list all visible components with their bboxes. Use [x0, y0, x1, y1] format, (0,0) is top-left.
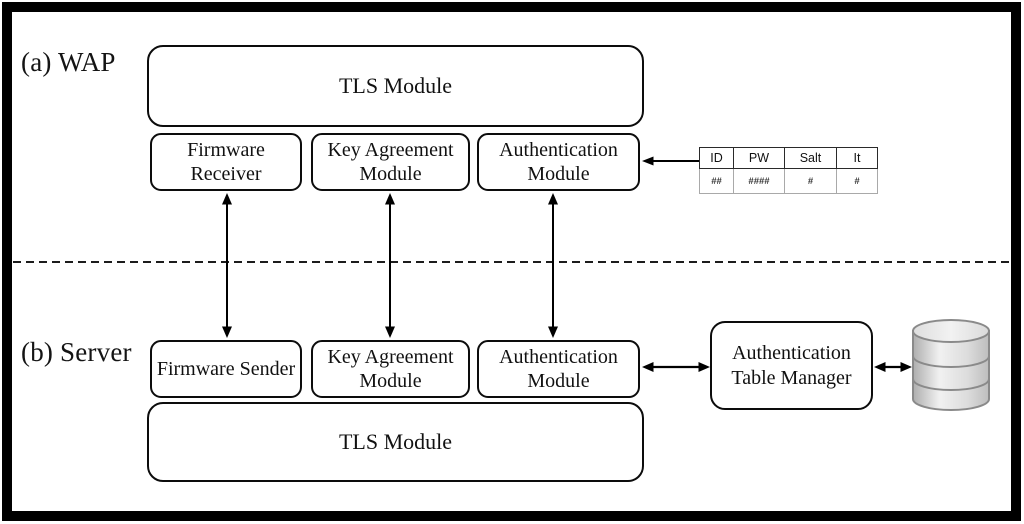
auth-table-value-it: #	[836, 168, 878, 194]
wap-tls-module-label: TLS Module	[338, 73, 453, 98]
wap-key-agreement-box: Key Agreement Module	[311, 133, 470, 191]
arrow-table-manager-to-database	[874, 362, 912, 372]
server-auth-table-manager-box: Authentication Table Manager	[710, 321, 873, 410]
wap-tls-module-box: TLS Module	[147, 45, 644, 127]
section-label-server: (b) Server	[21, 337, 132, 367]
auth-table-value-id: ##	[699, 168, 734, 194]
auth-table-value-salt: #	[784, 168, 837, 194]
arrow-key-agreement-link	[385, 193, 395, 338]
wap-key-agreement-label: Key Agreement Module	[327, 138, 454, 185]
arrow-firmware-link	[222, 193, 232, 338]
server-key-agreement-label: Key Agreement Module	[327, 345, 454, 392]
wap-firmware-receiver-label: Firmware Receiver	[187, 138, 265, 185]
wap-firmware-receiver-box: Firmware Receiver	[150, 133, 302, 191]
arrow-authentication-link	[548, 193, 558, 338]
server-tls-module-box: TLS Module	[147, 402, 644, 482]
server-auth-table-manager-label: Authentication Table Manager	[731, 342, 852, 389]
wap-authentication-box: Authentication Module	[477, 133, 640, 191]
wap-authentication-label: Authentication Module	[499, 138, 618, 185]
section-label-wap: (a) WAP	[21, 47, 116, 77]
server-tls-module-label: TLS Module	[338, 429, 453, 454]
auth-table: ID PW Salt It ## #### # #	[699, 147, 878, 194]
server-key-agreement-box: Key Agreement Module	[311, 340, 470, 398]
server-authentication-box: Authentication Module	[477, 340, 640, 398]
server-firmware-sender-box: Firmware Sender	[150, 340, 302, 398]
server-authentication-label: Authentication Module	[499, 345, 618, 392]
server-firmware-sender-label: Firmware Sender	[156, 357, 296, 380]
auth-table-header-row: ID PW Salt It	[699, 147, 878, 169]
arrow-auth-to-table-manager	[642, 362, 710, 372]
database-icon	[912, 319, 990, 411]
arrow-table-to-auth-module	[642, 156, 699, 166]
auth-table-value-pw: ####	[733, 168, 785, 194]
auth-table-value-row: ## #### # #	[699, 168, 878, 194]
